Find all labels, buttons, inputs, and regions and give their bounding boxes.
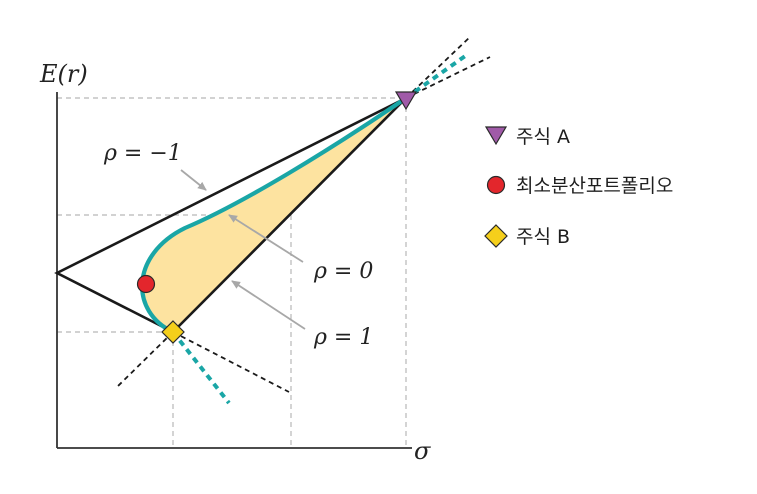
- curve-extension-upper: [404, 52, 470, 100]
- min-variance-marker: [136, 274, 156, 294]
- arrow-rho-0: [228, 214, 304, 263]
- arrow-rho-neg1: [180, 169, 207, 191]
- axes: [56, 92, 412, 449]
- legend-item-stock-a: 주식 A: [484, 126, 570, 148]
- legend-stock-a-icon: [484, 126, 508, 146]
- feasible-region-fill: [142, 98, 406, 332]
- legend-item-stock-b: 주식 B: [484, 224, 570, 248]
- legend-stock-a-label: 주식 A: [516, 126, 570, 148]
- stock-b-marker: [161, 320, 185, 344]
- curve-dashed-extensions: [171, 52, 470, 405]
- legend-item-min-variance: 최소분산포트폴리오: [486, 175, 673, 197]
- dashed-extensions: [117, 35, 491, 393]
- extension-upper-steep: [405, 35, 472, 99]
- rho-0-curve: [140, 95, 409, 335]
- legend-stock-b-icon: [484, 224, 508, 248]
- x-axis-label: σ: [414, 437, 431, 465]
- y-axis-label: E(r): [39, 60, 88, 88]
- extension-lower-shallow: [172, 331, 290, 393]
- stock-a-marker: [394, 91, 418, 111]
- arrow-rho-1: [231, 280, 306, 330]
- rho-1-line: [172, 97, 407, 333]
- extension-upper-shallow: [405, 56, 491, 99]
- extension-lower-steep: [117, 331, 174, 387]
- legend: 주식 A 최소분산포트폴리오 주식 B: [484, 126, 673, 248]
- legend-min-variance-label: 최소분산포트폴리오: [516, 175, 673, 197]
- legend-stock-b-label: 주식 B: [516, 226, 570, 248]
- rho-1-label: ρ = 1: [313, 325, 373, 350]
- rho-neg1-label: ρ = −1: [103, 141, 182, 166]
- rho-0-label: ρ = 0: [313, 259, 373, 284]
- rho-neg1-boundary: [54, 96, 407, 334]
- pointer-arrows: [180, 169, 306, 330]
- legend-min-variance-icon: [486, 175, 506, 195]
- curve-extension-lower: [171, 330, 231, 405]
